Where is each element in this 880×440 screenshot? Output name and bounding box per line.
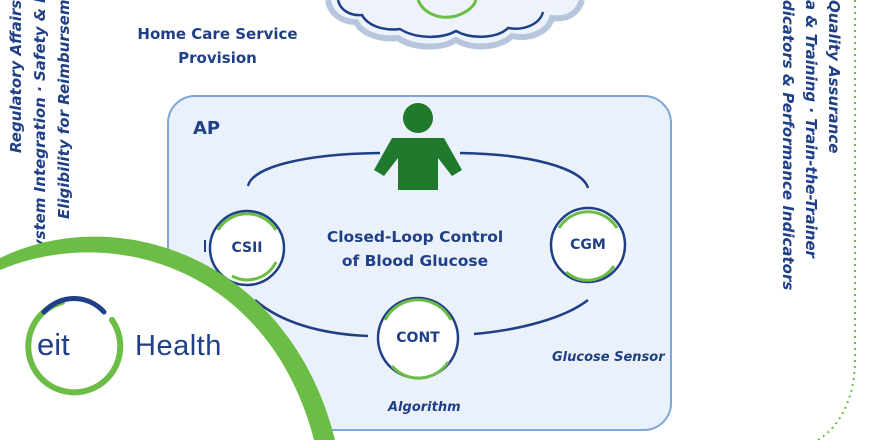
cont-label: CONT xyxy=(396,330,440,346)
loop-arc-bottom-left xyxy=(254,299,369,338)
cgm-node xyxy=(549,206,627,284)
home-care-line-1: Home Care Service xyxy=(137,25,298,43)
glucose-sensor-caption: Glucose Sensor xyxy=(552,350,665,365)
eit-logo-text: eit xyxy=(37,327,70,362)
right-line-2: a & Training · Train-the-Trainer xyxy=(802,0,820,258)
center-text: Closed-Loop Control of Blood Glucose xyxy=(315,225,515,273)
right-dotted-border xyxy=(817,0,856,440)
cloud-outline-inner xyxy=(336,0,545,38)
ap-label: AP xyxy=(193,118,221,139)
loop-arc-top-right xyxy=(459,151,590,189)
cloud-green-arc xyxy=(416,0,478,19)
loop-arc-bottom-right xyxy=(473,299,589,336)
right-line-1: Quality Assurance xyxy=(825,0,843,154)
center-line-2: of Blood Glucose xyxy=(341,252,489,270)
eit-ring-icon xyxy=(25,296,124,396)
cont-node xyxy=(376,296,460,380)
right-line-3: dicators & Performance Indicators xyxy=(779,0,797,291)
csii-node xyxy=(208,209,286,287)
csii-label: CSII xyxy=(231,240,263,256)
loop-arc-top-left xyxy=(246,151,381,187)
person-icon xyxy=(374,103,462,190)
cloud-outline xyxy=(325,0,585,50)
algorithm-caption: Algorithm xyxy=(388,400,461,415)
cgm-label: CGM xyxy=(570,237,606,253)
right-vertical-text: Quality Assurance a & Training · Train-t… xyxy=(776,0,845,291)
center-line-1: Closed-Loop Control xyxy=(326,228,504,246)
home-care-label: Home Care Service Provision xyxy=(130,22,305,70)
health-logo-text: Health xyxy=(135,330,222,362)
home-care-line-2: Provision xyxy=(178,49,257,67)
